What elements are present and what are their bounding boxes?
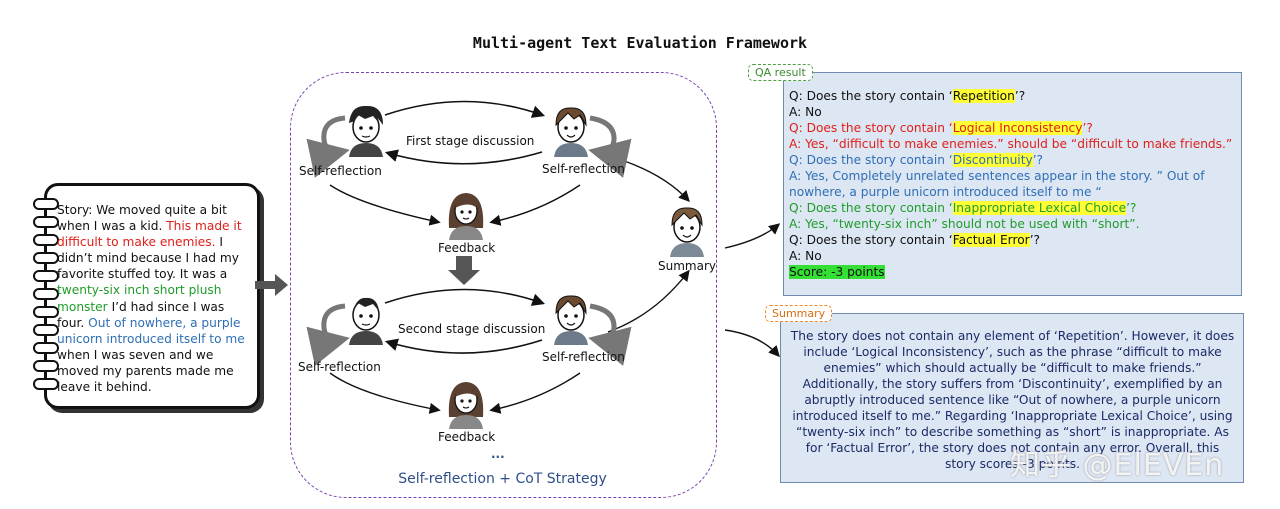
discussion-framework <box>290 72 717 498</box>
binder-ring <box>33 324 59 336</box>
qa-answer: A: No <box>789 249 822 263</box>
male-agent-left-icon <box>349 297 383 345</box>
first-stage-label: First stage discussion <box>406 134 535 148</box>
right-arrow-icon <box>255 274 288 296</box>
female-agent-icon <box>448 382 484 429</box>
feedback-label: Feedback <box>438 430 496 444</box>
story-text: Story: We moved quite a bit when I was a… <box>57 202 255 395</box>
binder-ring <box>33 252 59 264</box>
binder-ring <box>33 198 59 210</box>
story-sentence: I’d had since I was four. <box>57 299 225 330</box>
story-notebook: Story: We moved quite a bit when I was a… <box>33 183 260 409</box>
story-discontinuity: Out of nowhere, a purple unicorn introdu… <box>57 315 245 346</box>
binder-ring <box>33 360 59 372</box>
summary-agent-icon <box>670 207 704 257</box>
story-logical-inconsistency: This made it difficult to make enemies. <box>57 219 242 250</box>
binder-ring <box>33 216 59 228</box>
binder-ring <box>33 270 59 282</box>
self-reflection-label: Self-reflection <box>298 360 381 374</box>
qa-question: Q: Does the story contain ‘Repetition’? <box>789 89 1026 103</box>
self-reflection-label: Self-reflection <box>542 350 625 364</box>
more-stages-ellipsis: ... <box>491 447 505 461</box>
binder-ring <box>33 306 59 318</box>
feedback-label: Feedback <box>438 241 496 255</box>
summary-agent-label: Summary <box>658 259 716 273</box>
strategy-label: Self-reflection + CoT Strategy <box>398 471 607 487</box>
qa-result-text: Q: Does the story contain ‘Repetition’? … <box>789 88 1239 280</box>
male-agent-right-icon <box>554 107 588 157</box>
page-title: Multi-agent Text Evaluation Framework <box>472 34 808 52</box>
qa-question: Q: Does the story contain ‘Discontinuity… <box>789 153 1044 167</box>
male-agent-right-icon <box>554 295 588 345</box>
male-agent-left-icon <box>349 105 383 157</box>
self-reflection-label: Self-reflection <box>542 162 625 176</box>
qa-result-tag: QA result <box>748 64 813 81</box>
binder-ring <box>33 378 59 390</box>
summary-text: The story does not contain any element o… <box>790 329 1235 471</box>
second-stage-label: Second stage discussion <box>398 322 546 336</box>
qa-answer: A: Yes, “twenty-six inch” should not be … <box>789 217 1140 231</box>
binder-ring <box>33 234 59 246</box>
watermark: 知乎 @ElEVEn <box>1010 448 1225 483</box>
qa-answer: A: Yes, Completely unrelated sentences a… <box>789 169 1205 199</box>
story-sentence: when I was seven and we moved my parents… <box>57 347 234 395</box>
story-sentence: I didn’t mind because I had my favorite … <box>57 235 239 282</box>
qa-question: Q: Does the story contain ‘Logical Incon… <box>789 121 1093 135</box>
qa-result-box <box>783 72 1242 296</box>
binder-ring <box>33 288 59 300</box>
qa-answer: A: Yes, “difficult to make enemies.” sho… <box>789 137 1233 151</box>
qa-question: Q: Does the story contain ‘Inappropriate… <box>789 201 1137 215</box>
qa-answer: A: No <box>789 105 822 119</box>
summary-box <box>780 313 1244 483</box>
binder-ring <box>33 342 59 354</box>
female-agent-icon <box>448 193 484 240</box>
story-lexical-choice: twenty-six inch short plush monster <box>57 283 222 314</box>
summary-tag: Summary <box>765 305 833 322</box>
score-badge: Score: -3 points <box>789 265 885 279</box>
qa-question: Q: Does the story contain ‘Factual Error… <box>789 233 1041 247</box>
self-reflection-label: Self-reflection <box>299 164 382 178</box>
story-sentence: Story: We moved quite a bit when I was a… <box>57 203 227 234</box>
